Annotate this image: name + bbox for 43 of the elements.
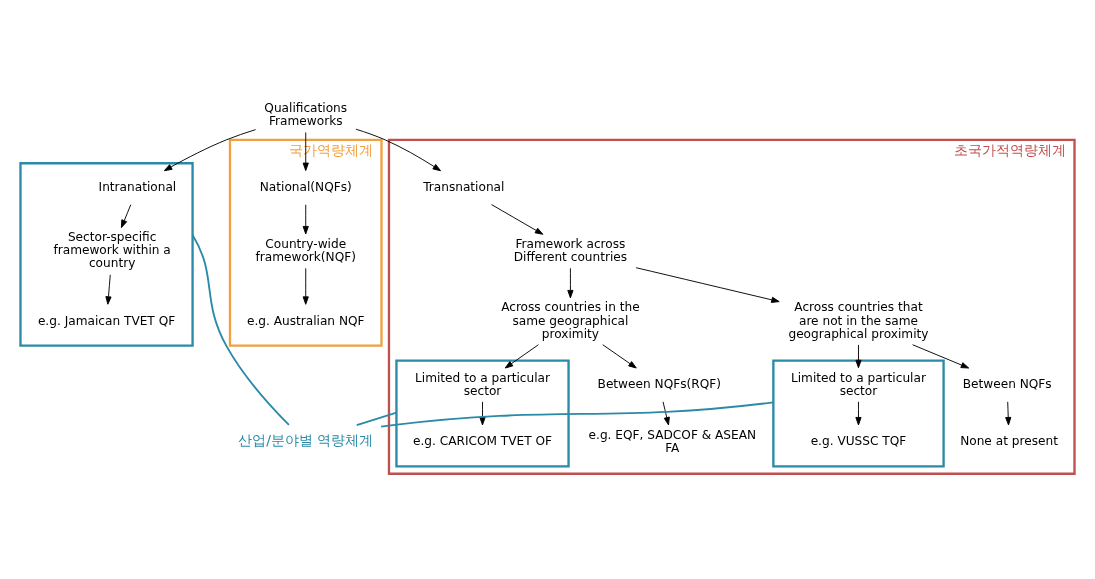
node-text: Across countries in the same geographical proximity [501, 299, 640, 341]
connector [380, 400, 775, 428]
arrow [479, 400, 486, 425]
node-text: Country-wide framework(NQF) [255, 236, 356, 264]
arrow [504, 343, 539, 368]
node-text: None at present [960, 433, 1058, 448]
arrow [567, 267, 574, 298]
arrow [635, 266, 780, 303]
node-text: Across countries that are not in the same geographical proximity [788, 299, 929, 341]
arrow [355, 128, 442, 171]
node-text: Transnational [423, 179, 505, 194]
node-text: e.g. CARICOM TVET OF [412, 433, 553, 448]
arrow [302, 267, 309, 305]
node-text: Limited to a particular sector [415, 370, 550, 398]
cluster [228, 138, 383, 347]
arrow [602, 343, 637, 368]
node-text: Qualifications Frameworks [264, 100, 348, 128]
node-text: 산업/분야별 역량체계 [238, 431, 374, 448]
node-text: e.g. VUSSC TQF [810, 433, 907, 448]
arrow [302, 203, 309, 234]
connector [191, 233, 290, 426]
node-text: Intranational [98, 179, 177, 194]
cluster [387, 138, 1076, 475]
arrow [662, 400, 670, 425]
arrow [120, 203, 132, 228]
node-text: Framework across Different countries [513, 236, 628, 264]
node-text: National(NQFs) [259, 179, 352, 194]
arrow [855, 400, 862, 425]
arrow [163, 128, 257, 171]
node-text: e.g. Jamaican TVET QF [37, 313, 176, 328]
node-label: 초국가적역량체계 [954, 141, 1067, 158]
node-text: Between NQFs(RQF) [597, 376, 721, 391]
arrow [1005, 400, 1012, 425]
arrow [491, 203, 544, 235]
arrow [105, 273, 112, 305]
node-text: e.g. EQF, SADCOF & ASEAN FA [588, 427, 757, 455]
node-text: e.g. Australian NQF [246, 313, 365, 328]
node-text: Sector-specific framework within a country [53, 229, 171, 270]
arrow [855, 343, 862, 368]
connector [355, 411, 398, 426]
arrow [912, 343, 970, 368]
node-text: Limited to a particular sector [791, 370, 926, 398]
node-text: Between NQFs [962, 376, 1052, 391]
